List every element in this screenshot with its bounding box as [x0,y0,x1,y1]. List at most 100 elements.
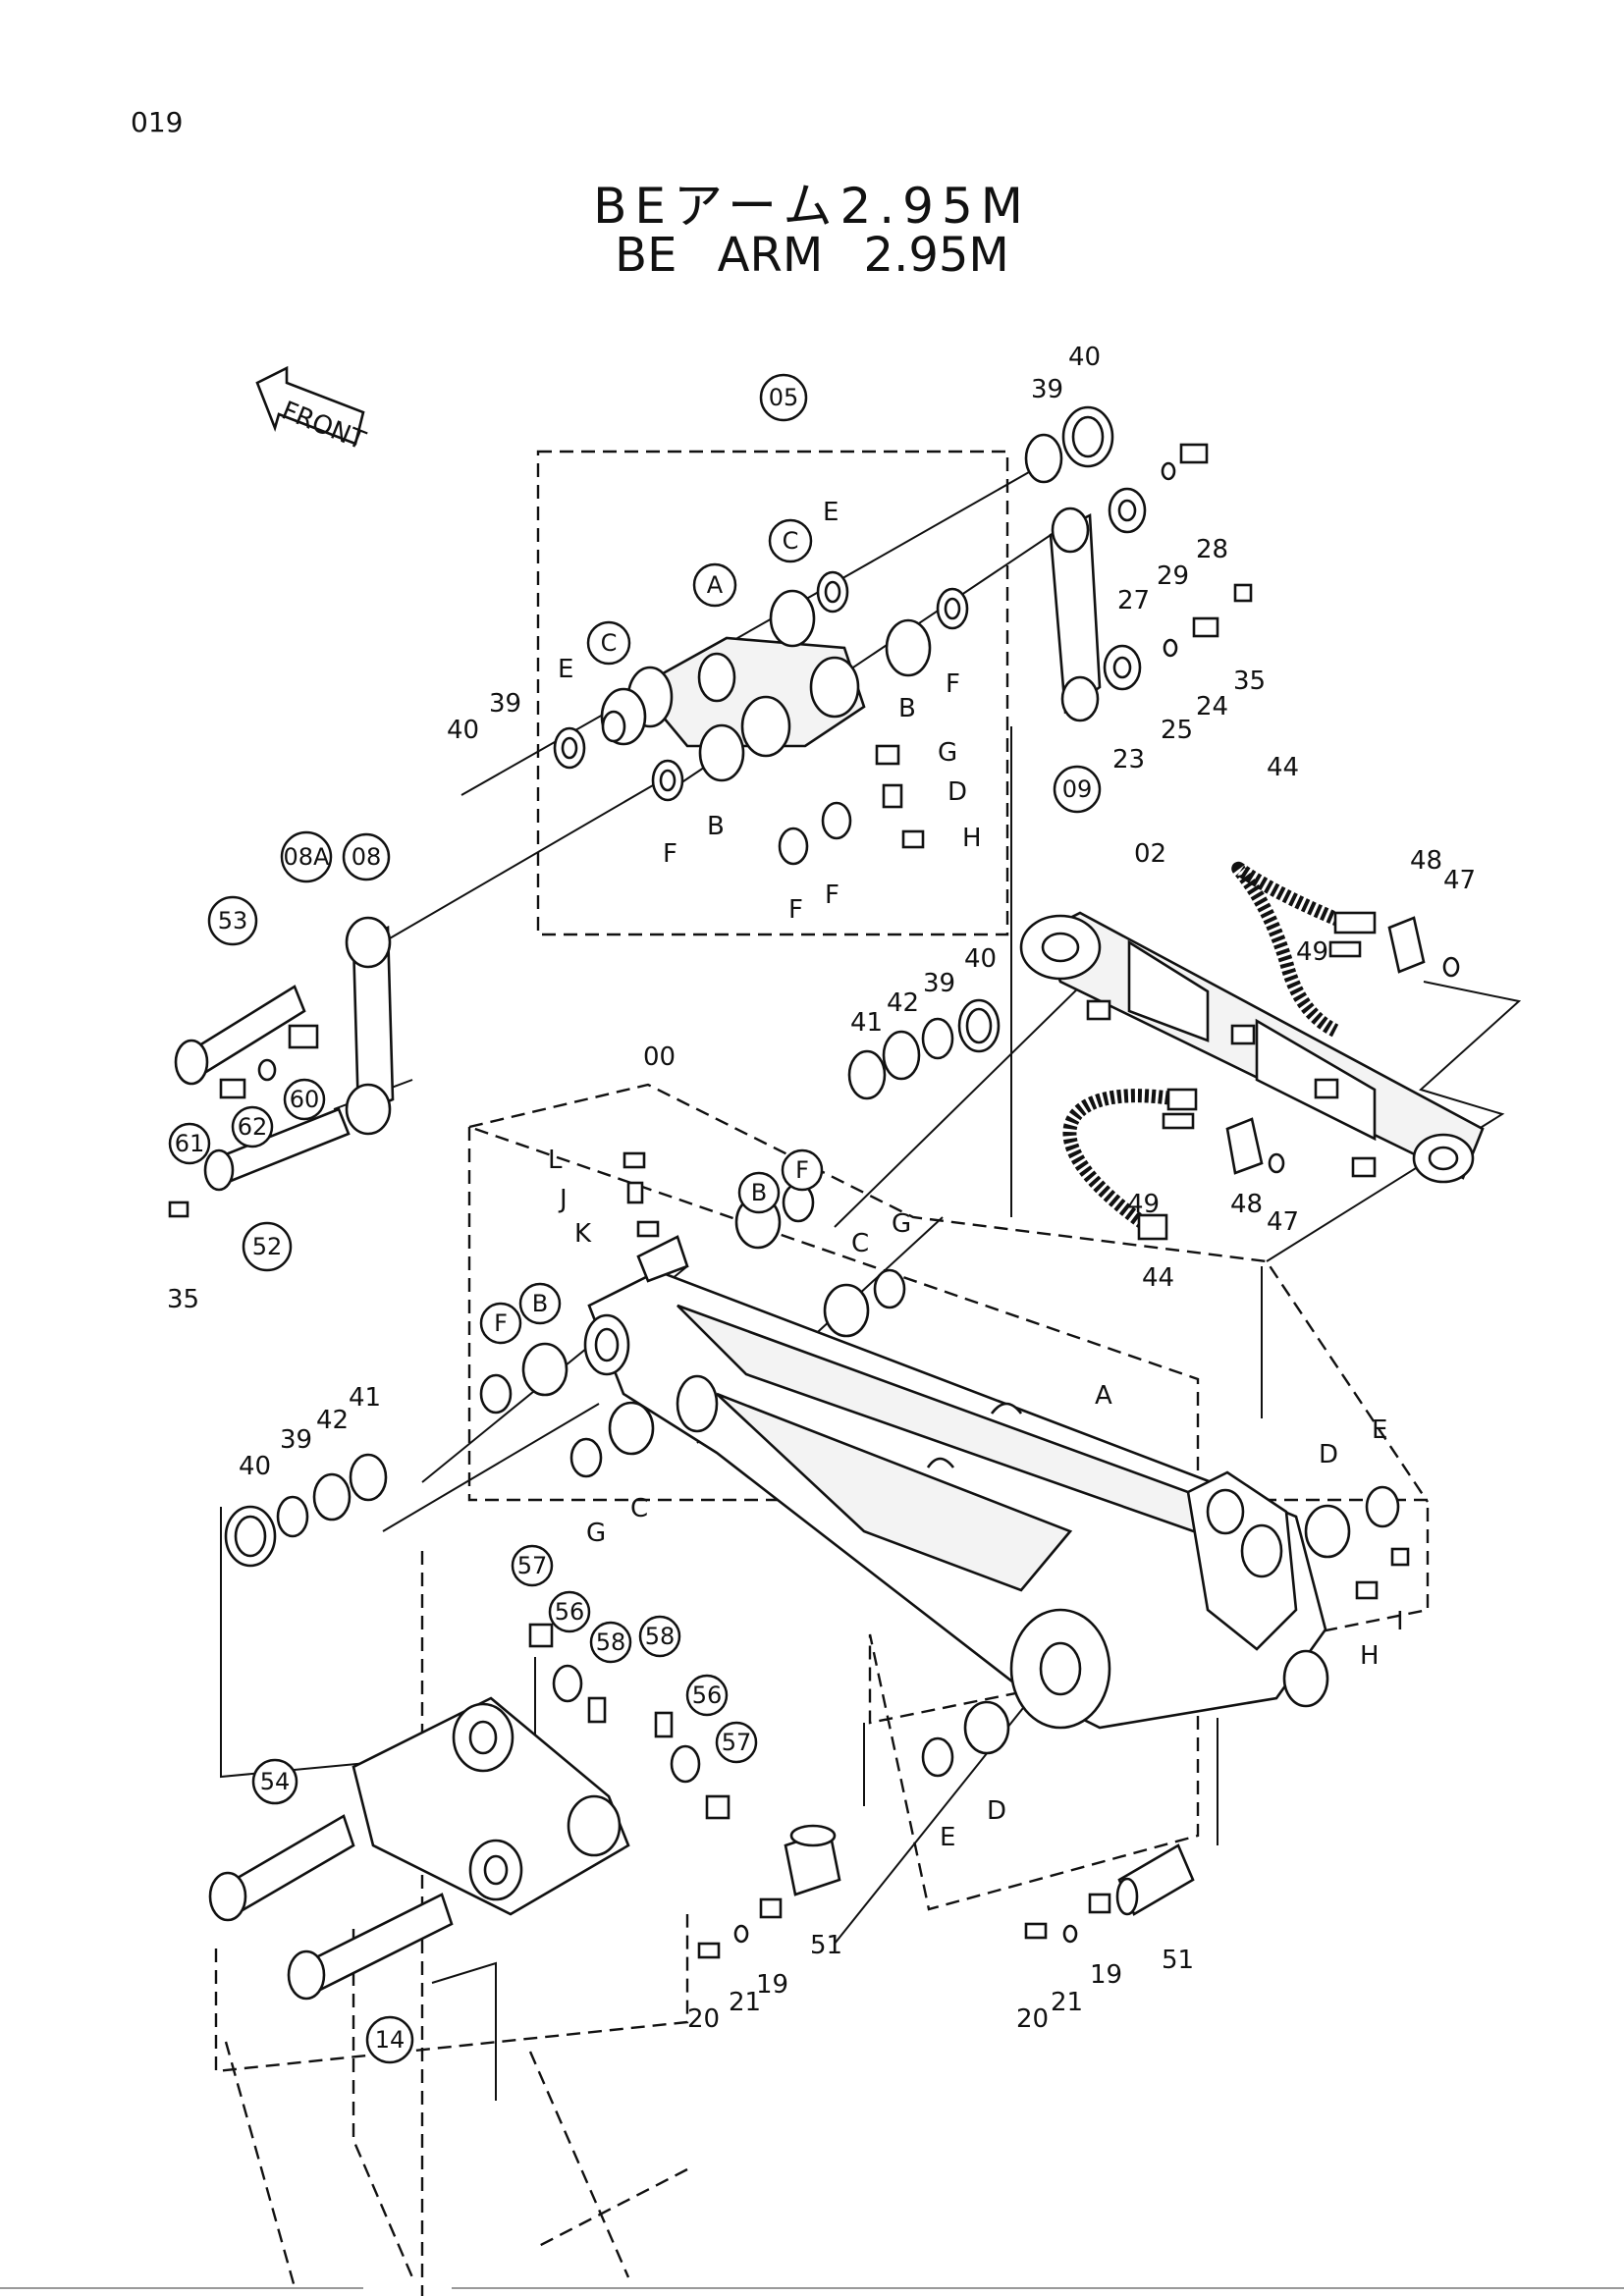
label-51-right: 51 [1162,1946,1194,1975]
callout-B-upper: B [751,1179,767,1206]
callout-62: 62 [238,1113,268,1141]
label-41-lower: 41 [349,1383,381,1413]
label-F-lower-left: F [663,839,677,869]
callout-58-right: 58 [645,1623,676,1650]
callout-A: A [707,571,724,599]
label-25: 25 [1161,716,1193,745]
label-A-arm: A [1095,1381,1112,1411]
seal-set-upper [847,998,1001,1100]
callout-61: 61 [175,1130,205,1157]
label-G-lower: G [586,1519,606,1548]
label-00: 00 [643,1042,676,1072]
label-44-lower: 44 [1142,1263,1174,1293]
callout-B-lower: B [532,1290,548,1317]
label-39-top: 39 [1031,375,1063,404]
callout-C-left: C [601,629,618,657]
label-21-right: 21 [1051,1988,1083,2017]
label-E-upper: E [823,498,839,527]
label-D-right: D [1319,1440,1338,1469]
label-39-lower: 39 [280,1425,312,1455]
label-21-left: 21 [729,1988,761,2017]
footer-rule-left [0,2287,363,2289]
label-48-lower: 48 [1230,1190,1263,1219]
label-42-lower: 42 [316,1406,349,1435]
callout-57-lower: 57 [722,1729,752,1756]
label-40-mid: 40 [964,944,997,974]
label-24: 24 [1196,692,1228,721]
pin-54 [208,1814,355,1922]
label-29: 29 [1157,561,1189,591]
label-35-lower: 35 [167,1285,199,1314]
label-47-upper: 47 [1443,866,1476,895]
callout-C-upper: C [783,527,799,555]
label-02: 02 [1134,839,1166,869]
label-40-top: 40 [1068,343,1101,372]
seal-set-lower [224,1453,388,1568]
pin-14 [287,1893,454,2001]
label-35-upper: 35 [1233,667,1266,696]
label-H-right: H [1360,1641,1380,1671]
callout-14: 14 [375,2026,406,2054]
label-D-bottom: D [987,1796,1006,1826]
title-english: BE ARM 2.95M [615,228,1009,283]
callout-05: 05 [769,384,799,411]
label-G-upper: G [938,738,957,768]
label-E-right: E [1372,1415,1387,1445]
label-I: I [1396,1607,1404,1636]
callout-53: 53 [218,907,248,934]
callout-57-upper: 57 [517,1552,548,1579]
label-F-lower-right: F [825,881,839,910]
hydraulic-cylinder-02 [1019,911,1485,1184]
label-39-left: 39 [489,689,521,719]
hydraulic-hose-44-lower [1062,1088,1198,1241]
label-51-left: 51 [810,1931,842,1960]
callout-F-lower: F [494,1309,508,1337]
label-D-upper: D [947,777,967,807]
link-assembly-05 [553,570,969,866]
label-49-upper: 49 [1296,937,1328,967]
page-number: 019 [131,106,184,138]
label-G-arm: G [892,1209,911,1239]
label-C-arm: C [851,1229,869,1258]
assembly-05-boundary [536,450,1009,936]
label-E-bottom: E [940,1823,955,1852]
callout-56-upper: 56 [555,1598,585,1626]
label-C-lower: C [630,1494,648,1523]
callout-52: 52 [252,1233,283,1260]
upper-right-hardware [1024,405,1253,691]
bucket-linkage [352,1623,731,1916]
front-arrow-icon: FRONT [255,365,369,456]
pin-52 [168,1107,351,1218]
label-28: 28 [1196,535,1228,564]
label-39-mid: 39 [923,969,955,998]
label-42-upper: 42 [887,988,919,1018]
callout-05-circle [759,373,808,422]
label-20-right: 20 [1016,2004,1049,2034]
label-H-upper: H [962,824,982,853]
callout-08: 08 [352,843,382,871]
pin-51-left [697,1824,841,1959]
footer-rule-right [452,2287,1624,2289]
callout-54: 54 [260,1768,291,1795]
label-23: 23 [1112,745,1145,774]
label-K: K [574,1219,592,1249]
label-19-left: 19 [756,1970,788,2000]
flange-48-49-47 [1162,916,1460,1175]
link-08-assembly [219,916,395,1136]
label-B-lower: B [707,812,725,841]
callout-58-left: 58 [596,1629,626,1656]
pin-53 [174,985,306,1086]
callout-56-lower: 56 [692,1682,723,1709]
label-20-left: 20 [687,2004,720,2034]
label-40-lower: 40 [239,1452,271,1481]
callout-F-upper: F [795,1156,809,1184]
hydraulic-hose-44-upper [1231,861,1377,1038]
label-F-lower-mid: F [788,895,803,925]
label-48-upper: 48 [1410,846,1442,876]
label-49-lower: 49 [1127,1190,1160,1219]
arm-main-body [583,1235,1329,1730]
callout-60: 60 [290,1086,320,1113]
label-41-upper: 41 [850,1008,883,1038]
label-19-right: 19 [1090,1960,1122,1990]
